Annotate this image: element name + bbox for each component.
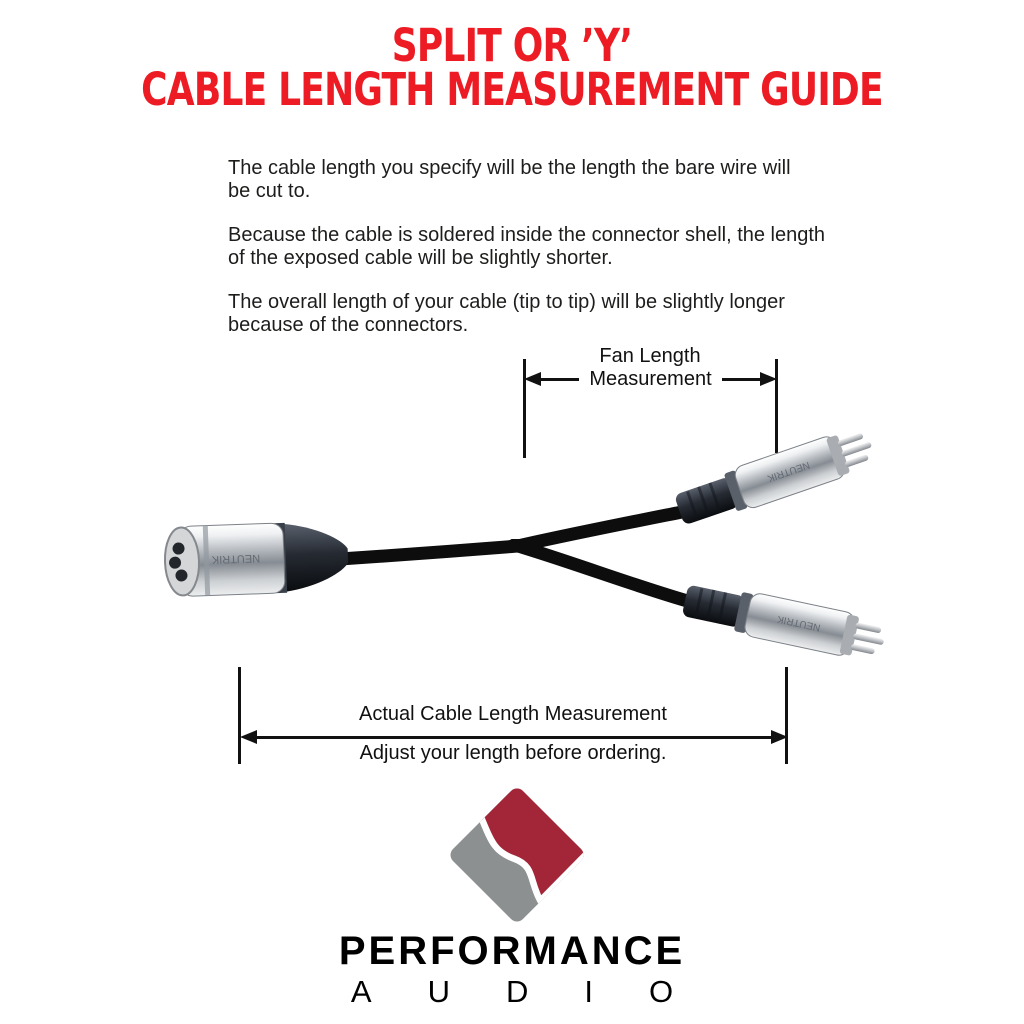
boot-ribs	[686, 482, 722, 521]
female-strain-relief-boot	[282, 523, 349, 592]
title-line-1: SPLIT OR ’Y’	[391, 19, 633, 72]
male-collar	[734, 592, 754, 633]
male-strain-relief-boot	[683, 585, 744, 627]
male-xlr-connector-bottom: NEUTRIK	[683, 585, 884, 656]
cable-diagram: NEUTRIK NEUTRIK NEUTRIK	[163, 433, 884, 656]
left-arrowhead-icon	[524, 372, 541, 386]
boot-ribs	[694, 588, 728, 625]
arrow-line	[257, 735, 771, 739]
right-arrowhead-icon	[760, 372, 777, 386]
cable-length-label-line2: Adjust your length before ordering.	[359, 742, 667, 764]
intro-paragraph-1: The cable length you specify will be the…	[228, 157, 825, 203]
right-arrowhead-icon	[771, 730, 788, 744]
fan-measurement-tick-right	[775, 359, 778, 453]
title-line-2: CABLE LENGTH MEASUREMENT GUIDE	[141, 63, 883, 116]
fan-measurement-tick-left	[523, 359, 526, 458]
cable-split-branch-bottom	[511, 539, 705, 611]
male-pin	[853, 633, 884, 645]
performance-audio-logo-icon	[447, 785, 587, 925]
female-xlr-connector: NEUTRIK	[163, 522, 349, 597]
cable-measurement-tick-left	[238, 667, 241, 764]
logo-text-performance: PERFORMANCE	[338, 929, 686, 973]
arrow-line	[541, 377, 580, 381]
male-strain-relief-boot	[675, 478, 738, 524]
male-pin	[855, 622, 882, 633]
male-front-ring	[839, 614, 859, 656]
female-pin-socket	[172, 542, 185, 555]
female-barrel-rib	[202, 525, 211, 596]
male-collar	[724, 470, 748, 511]
paragraph-line: because of the connectors.	[228, 314, 469, 336]
fan-length-label-line2: Measurement	[589, 367, 712, 390]
intro-paragraph-3: The overall length of your cable (tip to…	[228, 291, 825, 337]
paragraph-line: be cut to.	[228, 180, 311, 202]
paragraph-line: of the exposed cable will be slightly sh…	[228, 247, 613, 269]
cable-split-junction	[510, 539, 533, 554]
cable-length-arrow	[240, 727, 788, 747]
female-front-face	[163, 526, 201, 597]
cable-main-run	[333, 539, 525, 566]
female-pin-socket	[169, 556, 182, 569]
fan-length-arrow: Measurement	[524, 368, 777, 390]
paragraph-line: The overall length of your cable (tip to…	[228, 291, 785, 313]
cable-length-label-line1: Actual Cable Length Measurement	[359, 703, 667, 725]
female-pin-socket	[175, 569, 188, 582]
male-xlr-connector-top: NEUTRIK	[675, 433, 872, 524]
page-title: SPLIT OR ’Y’ CABLE LENGTH MEASUREMENT GU…	[0, 19, 1024, 116]
male-front-ring	[826, 435, 850, 476]
logo-text-audio: AUDIO	[350, 974, 730, 1009]
paragraph-line: Because the cable is soldered inside the…	[228, 224, 826, 246]
cable-measurement-tick-right	[785, 667, 788, 764]
fan-length-label-line1: Fan Length	[599, 345, 701, 367]
male-pin	[845, 454, 869, 467]
male-pin	[850, 644, 875, 655]
left-arrowhead-icon	[240, 730, 257, 744]
male-pin	[841, 442, 872, 457]
intro-paragraph-2: Because the cable is soldered inside the…	[228, 224, 825, 270]
neutrik-brand-text: NEUTRIK	[211, 552, 260, 566]
intro-text: The cable length you specify will be the…	[228, 157, 825, 358]
male-pin	[838, 433, 864, 446]
arrow-line	[721, 377, 760, 381]
cable-branch-top	[511, 503, 699, 553]
paragraph-line: The cable length you specify will be the…	[228, 157, 791, 179]
